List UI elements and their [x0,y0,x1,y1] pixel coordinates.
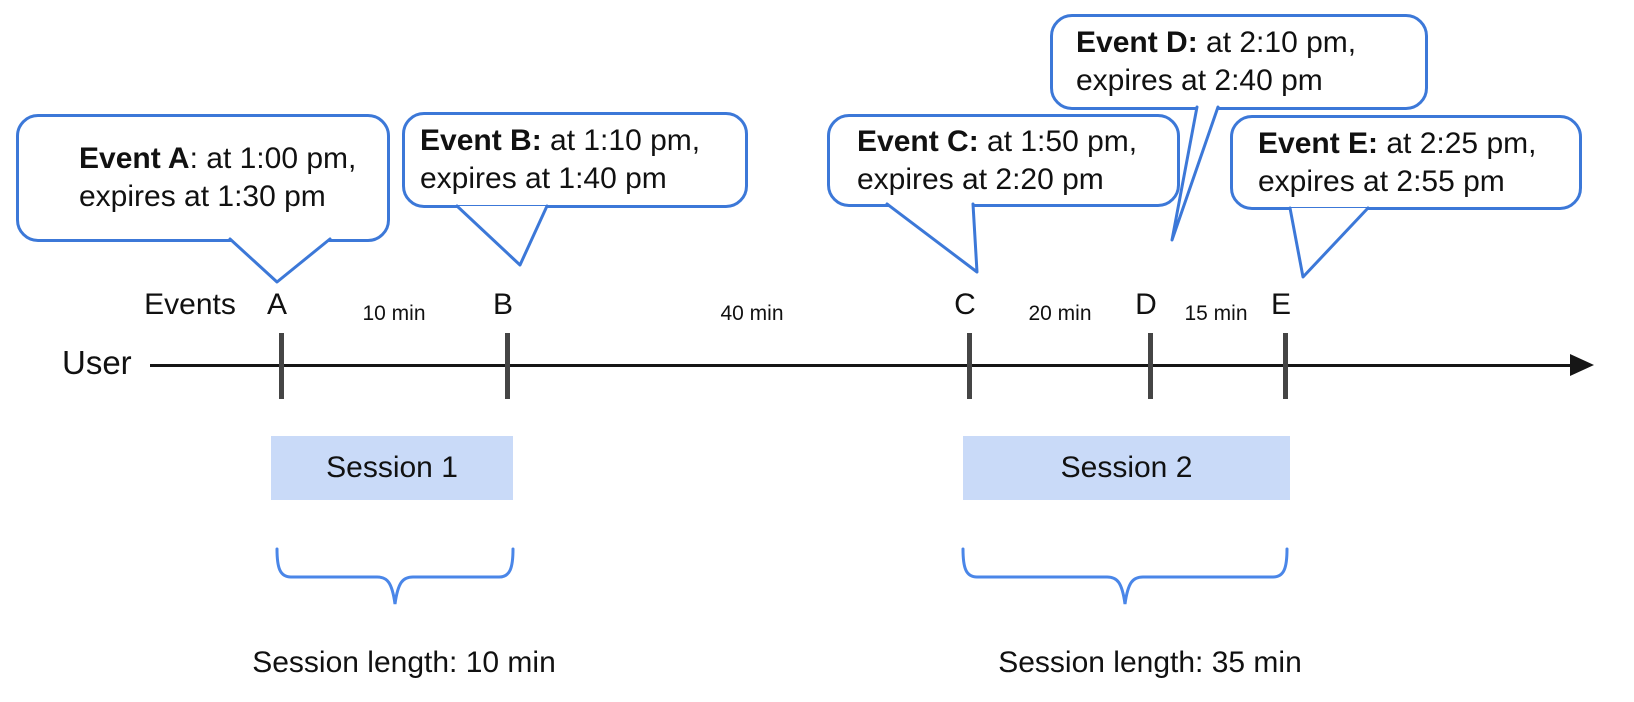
event-e-time: at 2:25 pm, [1378,126,1537,160]
event-d-tick [1148,333,1153,399]
event-d-title: Event D: [1076,26,1198,59]
event-b-tick-label: B [492,288,514,321]
event-e-callout: Event E: at 2:25 pm, expires at 2:55 pm [1230,115,1582,210]
event-d-time: at 2:10 pm, [1197,26,1357,59]
session-2-length-label: Session length: 35 min [998,646,1302,679]
session-1-label: Session 1 [326,451,458,484]
event-d-expiry: expires at 2:40 pm [1076,64,1323,97]
event-c-tick-label: C [954,288,976,321]
interval-a-b-label: 10 min [362,302,426,325]
event-d-callout-tail [1170,105,1220,242]
event-c-line1: Event C: at 1:50 pm, [857,123,1177,161]
event-c-title: Event C: [857,124,979,158]
event-b-time: at 1:10 pm, [541,124,701,157]
interval-d-e-label: 15 min [1184,302,1248,325]
event-d-tick-label: D [1135,288,1157,321]
event-c-expiry: expires at 2:20 pm [857,162,1104,196]
event-b-expiry: expires at 1:40 pm [420,162,667,195]
event-c-callout-tail [885,202,979,274]
session-1-box: Session 1 [271,436,513,500]
event-b-title: Event B: [420,124,542,157]
event-e-tick-label: E [1270,288,1292,321]
session-2-box: Session 2 [963,436,1290,500]
event-d-callout: Event D: at 2:10 pm, expires at 2:40 pm [1050,14,1428,110]
session-2-brace [961,547,1289,605]
event-a-expiry: expires at 1:30 pm [79,180,326,213]
event-a-callout: Event A: at 1:00 pm, expires at 1:30 pm [16,114,390,242]
session-1-brace [275,547,515,605]
event-a-tick-label: A [266,288,288,321]
interval-c-d-label: 20 min [1028,302,1092,325]
event-e-title: Event E: [1258,126,1379,160]
event-a-title: Event A [79,142,190,175]
event-b-callout-tail [455,204,549,267]
event-d-line1: Event D: at 2:10 pm, [1076,24,1425,62]
event-c-time: at 1:50 pm, [978,124,1138,158]
timeline-axis [150,364,1575,367]
event-e-callout-tail [1288,206,1370,279]
event-b-line1: Event B: at 1:10 pm, [420,122,745,160]
timeline-arrowhead-icon [1570,354,1594,376]
events-axis-label: Events [144,288,236,321]
session-2-label: Session 2 [1060,451,1193,484]
event-e-tick [1283,333,1288,399]
interval-b-c-label: 40 min [720,302,784,325]
event-b-tick [505,333,510,399]
event-a-tick [279,333,284,399]
event-a-callout-tail [228,237,332,284]
event-c-tick [967,333,972,399]
event-a-line1: Event A: at 1:00 pm, [79,140,387,178]
event-c-callout: Event C: at 1:50 pm, expires at 2:20 pm [827,114,1180,207]
event-a-time: : at 1:00 pm, [189,142,357,175]
user-label: User [62,344,132,381]
session-1-length-label: Session length: 10 min [252,646,556,679]
event-e-expiry: expires at 2:55 pm [1258,164,1505,198]
event-e-line1: Event E: at 2:25 pm, [1258,125,1579,163]
event-b-callout: Event B: at 1:10 pm, expires at 1:40 pm [402,112,748,208]
